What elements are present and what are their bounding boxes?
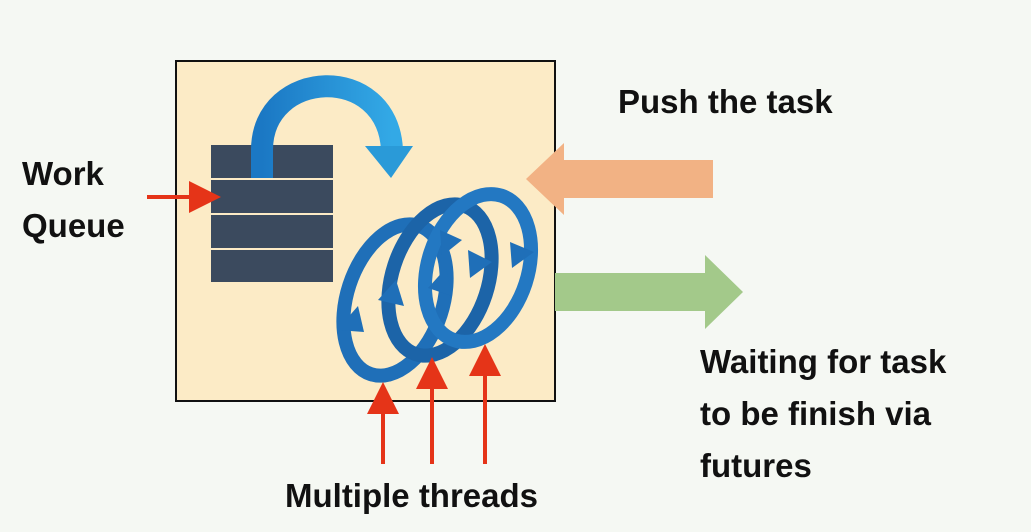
future-result-arrow	[555, 255, 743, 329]
waiting-label-line: to be finish via	[700, 395, 932, 432]
queue-slot	[211, 180, 333, 213]
work-queue-label-line: Queue	[22, 207, 125, 244]
queue-slot	[211, 250, 333, 282]
circular-arrows-icon	[336, 187, 539, 383]
multiple-threads-label: Multiple threads	[285, 477, 539, 514]
thread-arrowheads	[337, 230, 534, 332]
work-queue-label: Work Queue	[22, 148, 125, 252]
waiting-futures-label: Waiting for task to be finish via future…	[700, 336, 946, 492]
curved-arrow-icon	[251, 75, 413, 178]
waiting-label-line: futures	[700, 447, 812, 484]
waiting-label-line: Waiting for task	[700, 343, 947, 380]
thread-pointer-arrows	[367, 344, 501, 464]
queue-slot	[211, 215, 333, 248]
push-task-label: Push the task	[618, 83, 833, 120]
push-task-arrow	[526, 143, 713, 215]
work-queue-label-line: Work	[22, 155, 104, 192]
